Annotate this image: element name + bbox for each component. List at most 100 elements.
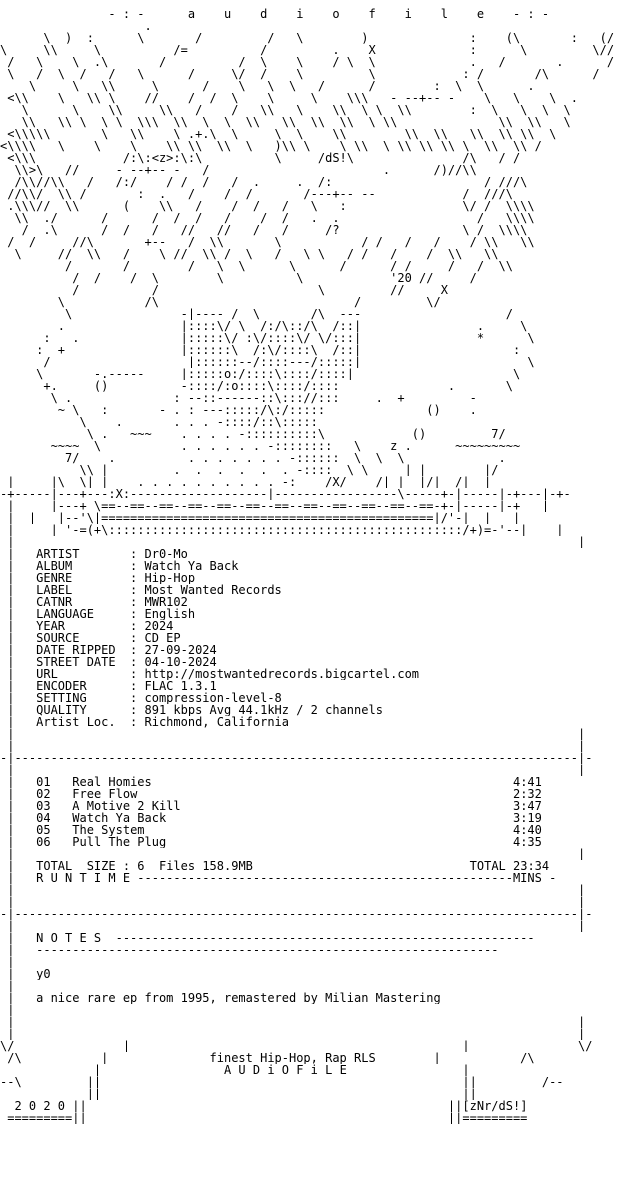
- ascii-art-line: <\\\____________/:\:<z>:\:\__________\__…: [0, 152, 624, 164]
- notes-greeting-text: y0: [36, 968, 51, 980]
- info-value: FLAC 1.3.1: [144, 680, 217, 692]
- track-row: | 02 Free Flow 2:32: [0, 788, 542, 800]
- ascii-art-line-text: <\\\\\_____ \_ \\ __\_.+.\ \_ \ \_ \\ __…: [0, 128, 557, 140]
- info-value: 04-10-2024: [144, 656, 217, 668]
- info-row: | QUALITY : 891 kbps Avg 44.1kHz / 2 cha…: [0, 704, 383, 716]
- ascii-art-line: \\ ./ ____/ ___/ /__/ / / / . ._________…: [0, 212, 624, 224]
- runtime-row: | R U N T I M E ------------------------…: [0, 872, 557, 884]
- info-key: STREET DATE: [36, 656, 131, 668]
- info-row: | CATNR : MWR102: [0, 596, 188, 608]
- ascii-art-line-text: <\\\\___\ \____\__ \\ \\ \\ \_ _)\\ \ _ …: [0, 140, 542, 152]
- ascii-art-line: / \____\__.\_______/ _________/__\____\_…: [0, 56, 624, 68]
- box-border: | |: [0, 728, 586, 740]
- info-row: | YEAR : 2024: [0, 620, 174, 632]
- track-number: 05: [36, 824, 51, 836]
- ascii-art-line: |_____|_'-=(+\::::::::::::::::::::::::::…: [0, 524, 624, 536]
- ascii-art-line-text: /\\//\\___/___/:/ ___/_/ /___/ . .__/:__…: [0, 176, 528, 188]
- ascii-art-line-text: .\\\// \\ ____(____\\___/ ___/ / / \ : \…: [0, 200, 535, 212]
- track-number: 02: [36, 788, 51, 800]
- ascii-art-line-text: ________/ /____/ \________\__________\__…: [0, 272, 477, 284]
- footer-border: --\_________||__________________________…: [0, 1076, 564, 1088]
- box-border: |: [0, 1004, 15, 1016]
- notes-greeting: | y0: [0, 968, 51, 980]
- ascii-art-line: +. () ___ -::::/:o::::\::::/:::: _______…: [0, 380, 624, 392]
- info-value: Hip-Hop: [144, 572, 196, 584]
- ascii-art-line: / /____ //\_ ___ +-- / \\ __ \___ _ ____…: [0, 236, 624, 248]
- ascii-art-line-text: \_ . . . . -::::/::\::::: __ ____: [0, 416, 506, 428]
- ascii-art-line: \_____\\ \ /= _/ . X : \ \//: [0, 44, 624, 56]
- box-border: | |: [0, 536, 586, 548]
- ascii-art-line: <\\\\___\ \____\__ \\ \\ \\ \_ _)\\ \ _ …: [0, 140, 624, 152]
- track-time: 4:40: [512, 824, 542, 836]
- ascii-art-line-text: ~~~~ \ __ ___ . . . . . . -:::::::: _\ _…: [0, 440, 521, 452]
- header-title-text: - : - a u d i o f i l e - : -: [0, 8, 550, 20]
- ascii-art-line-text: / \____\__.\_______/ _________/__\____\_…: [0, 56, 615, 68]
- ascii-art-line-text: / /____ //\_ ___ +-- / \\ __ \___ _ ____…: [0, 236, 535, 248]
- ascii-art-line-text: //\\/ \\ / : . / / /_______/---+-- -- __…: [0, 188, 513, 200]
- footer-year: 2 0 2 0: [14, 1100, 66, 1112]
- info-row: | GENRE : Hip-Hop: [0, 572, 196, 584]
- ascii-art-line: \____ \ \\ ____\\ _/ __/ \\ \ \\ \ \ \\ …: [0, 104, 624, 116]
- track-number: 04: [36, 812, 51, 824]
- ascii-art-line: _\___/ \__/___/ \______/ ___\/__/ \_____…: [0, 68, 624, 80]
- ascii-art-line: \_ . . . . -::::/::\::::: __ ____: [0, 416, 624, 428]
- info-value: MWR102: [144, 596, 188, 608]
- ascii-art-line: ______ /______ _/______________________\…: [0, 284, 624, 296]
- info-row: | ARTIST : Dr0-Mo: [0, 548, 188, 560]
- info-key: ENCODER: [36, 680, 131, 692]
- header-title: - : - a u d i o f i l e - : -: [0, 8, 624, 20]
- ascii-art-line: _____\__)__:______\_______/_________/___…: [0, 32, 624, 44]
- ascii-art-line: -+-----|---+---:X:-------------------|--…: [0, 488, 624, 500]
- info-row: | ALBUM : Watch Ya Back: [0, 560, 239, 572]
- track-title: Real Homies: [72, 776, 152, 788]
- ascii-art-line: <\\\\\_____ \_ \\ __\_.+.\ \_ \ \_ \\ __…: [0, 128, 624, 140]
- info-key: Artist Loc.: [36, 716, 131, 728]
- ascii-art-line: ~~~~ \ __ ___ . . . . . . -:::::::: _\ _…: [0, 440, 624, 452]
- box-border: | |: [0, 764, 586, 776]
- footer-border: || ||: [0, 1088, 477, 1100]
- ascii-art-line: \_._ ~~~ . . . . -::::::::::\ __ () ____…: [0, 428, 624, 440]
- box-border: | |: [0, 920, 586, 932]
- ascii-art-line: . _ ________ |::::\/ \ /:/\::/\ /::| ___…: [0, 320, 624, 332]
- nfo-document: - : - a u d i o f i l e - : - _ . _ ____…: [0, 8, 624, 1124]
- footer-line-2: ____________| A U D i O F i L E |_______…: [0, 1064, 557, 1076]
- track-number: 03: [36, 800, 51, 812]
- box-border: | |: [0, 896, 586, 908]
- ascii-art-line-text: <\\____\ \\ \____//____/__/ \ \___ \___ …: [0, 92, 586, 104]
- footer-rule: _|______________________________________…: [0, 1028, 593, 1040]
- track-time: 3:47: [512, 800, 542, 812]
- info-key: URL: [36, 668, 131, 680]
- ascii-art-line: \_____\ \\ \ _____/ \___\ \_ _/______/ :…: [0, 80, 624, 92]
- track-title: A Motive 2 Kill: [72, 800, 181, 812]
- ascii-art-line-text: : . __________ |:::::\/ :\/::::\/ \/:::|…: [0, 332, 535, 344]
- ascii-art-line-text: : + _____________ |::::::\ /:\/::::\ /::…: [0, 344, 521, 356]
- footer-line-1: /\___________| finest Hip-Hop, Rap RLS |…: [0, 1052, 535, 1064]
- info-value: Dr0-Mo: [144, 548, 188, 560]
- track-row: | 01 Real Homies 4:41: [0, 776, 542, 788]
- notes-rule: | --------------------------------------…: [0, 944, 499, 956]
- ascii-art-line-text: -+-----|---+---:X:-------------------|--…: [0, 488, 571, 500]
- track-title: Pull The Plug: [72, 836, 167, 848]
- ascii-art-line-text: \_._ ~~~ . . . . -::::::::::\ __ () ____…: [0, 428, 513, 440]
- section-divider: -|--------------------------------------…: [0, 752, 593, 764]
- ascii-art-line-text: _/___________________|::::::--/::::---/:…: [0, 356, 542, 368]
- track-row: | 03 A Motive 2 Kill 3:47: [0, 800, 542, 812]
- ascii-art-line: /\\//\\___/___/:/ ___/_/ /___/ . .__/:__…: [0, 176, 624, 188]
- ascii-art-line-text: \_____\ \\ \ _____/ \___\ \_ _/______/ :…: [0, 80, 535, 92]
- ascii-art-line-text: _\\___\\ \__\ \ \\\ \\ \ \ \\___\\ \\ \\…: [0, 116, 571, 128]
- track-time: 4:35: [512, 836, 542, 848]
- ascii-art-line: <\\____\ \\ \____//____/__/ \ \___ \___ …: [0, 92, 624, 104]
- ascii-art-line-text: _\___/ \__/___/ \______/ ___\/__/ \_____…: [0, 68, 607, 80]
- info-key: SETTING: [36, 692, 131, 704]
- info-key: QUALITY: [36, 704, 131, 716]
- ascii-art-line-text: . _ ________ |::::\/ \ /:/\::/\ /::| ___…: [0, 320, 528, 332]
- track-row: | 04 Watch Ya Back 3:19: [0, 812, 542, 824]
- info-value: English: [144, 608, 196, 620]
- ascii-art-line-text: \ ____// \\___/_ _ \_// \\_/ \___/___\_\…: [0, 248, 499, 260]
- ascii-art-line-text: ______ \\ | __ __ . . . . . . -:::: \ \_…: [0, 464, 521, 476]
- info-row: | SETTING : compression-level-8: [0, 692, 282, 704]
- ascii-art-line-text: \ -.----- |:::::o:/::::\::::/::::| _____…: [0, 368, 521, 380]
- notes-text-text: a nice rare ep from 1995, remastered by …: [36, 992, 441, 1004]
- ascii-art-line: : + _____________ |::::::\ /:\/::::\ /::…: [0, 344, 624, 356]
- totals-row: | TOTAL SIZE : 6 Files_158.9MB__________…: [0, 860, 550, 872]
